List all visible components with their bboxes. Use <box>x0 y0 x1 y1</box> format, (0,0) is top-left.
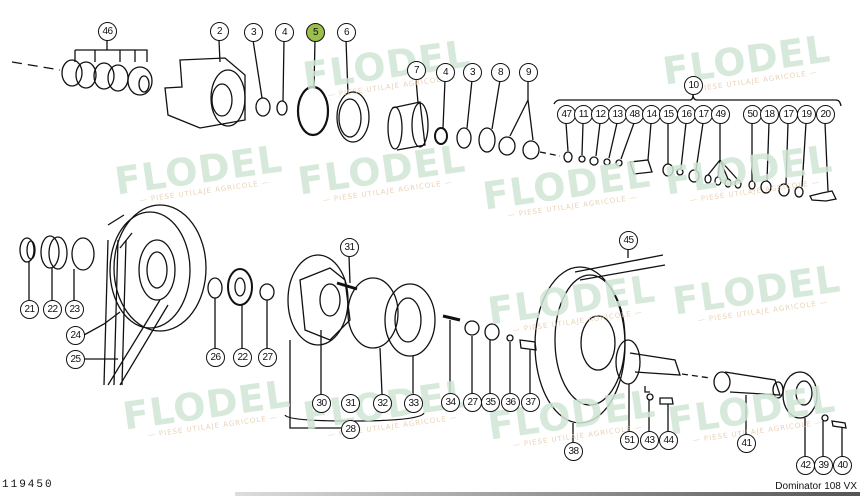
part-callout-43[interactable]: 43 <box>640 431 659 450</box>
part-callout-8[interactable]: 8 <box>491 63 510 82</box>
part-callout-33[interactable]: 33 <box>404 394 423 413</box>
part-callout-42[interactable]: 42 <box>796 456 815 475</box>
part-callout-22[interactable]: 22 <box>43 300 62 319</box>
part-callout-34[interactable]: 34 <box>441 393 460 412</box>
part-callout-2[interactable]: 2 <box>210 22 229 41</box>
part-callout-27[interactable]: 27 <box>258 348 277 367</box>
part-callout-15[interactable]: 15 <box>659 105 678 124</box>
part-callout-24[interactable]: 24 <box>66 326 85 345</box>
part-callout-17[interactable]: 17 <box>779 105 798 124</box>
part-callout-36[interactable]: 36 <box>501 393 520 412</box>
part-callout-46[interactable]: 46 <box>98 22 117 41</box>
part-callout-23[interactable]: 23 <box>65 300 84 319</box>
part-callout-10[interactable]: 10 <box>684 76 703 95</box>
part-callout-20[interactable]: 20 <box>816 105 835 124</box>
part-callout-37[interactable]: 37 <box>521 393 540 412</box>
part-callout-49[interactable]: 49 <box>711 105 730 124</box>
part-callout-45[interactable]: 45 <box>619 231 638 250</box>
part-callout-4[interactable]: 4 <box>275 23 294 42</box>
part-callout-22[interactable]: 22 <box>233 348 252 367</box>
part-callout-3[interactable]: 3 <box>463 63 482 82</box>
part-callout-26[interactable]: 26 <box>206 348 225 367</box>
part-callout-6[interactable]: 6 <box>337 23 356 42</box>
part-callout-30[interactable]: 30 <box>312 394 331 413</box>
part-callout-51[interactable]: 51 <box>620 431 639 450</box>
part-callout-32[interactable]: 32 <box>373 394 392 413</box>
part-callout-7[interactable]: 7 <box>407 61 426 80</box>
part-callout-39[interactable]: 39 <box>814 456 833 475</box>
part-callout-40[interactable]: 40 <box>833 456 852 475</box>
part-callout-35[interactable]: 35 <box>481 393 500 412</box>
model-name: Dominator 108 VX <box>775 481 857 492</box>
part-callout-41[interactable]: 41 <box>737 434 756 453</box>
part-callout-31[interactable]: 31 <box>340 238 359 257</box>
part-callout-31[interactable]: 31 <box>341 394 360 413</box>
part-callout-19[interactable]: 19 <box>797 105 816 124</box>
part-callout-5[interactable]: 5 <box>306 23 325 42</box>
part-callout-38[interactable]: 38 <box>564 442 583 461</box>
part-callout-28[interactable]: 28 <box>341 420 360 439</box>
drawing-number: 119450 <box>2 479 54 491</box>
washer-stack-46 <box>61 40 153 96</box>
part-callout-50[interactable]: 50 <box>743 105 762 124</box>
part-callout-21[interactable]: 21 <box>20 300 39 319</box>
part-callout-44[interactable]: 44 <box>659 431 678 450</box>
part-callout-9[interactable]: 9 <box>519 63 538 82</box>
part-callout-3[interactable]: 3 <box>244 23 263 42</box>
part-callout-27[interactable]: 27 <box>463 393 482 412</box>
part-callout-25[interactable]: 25 <box>66 350 85 369</box>
bottom-border <box>235 492 860 496</box>
part-callout-18[interactable]: 18 <box>760 105 779 124</box>
part-callout-4[interactable]: 4 <box>436 63 455 82</box>
